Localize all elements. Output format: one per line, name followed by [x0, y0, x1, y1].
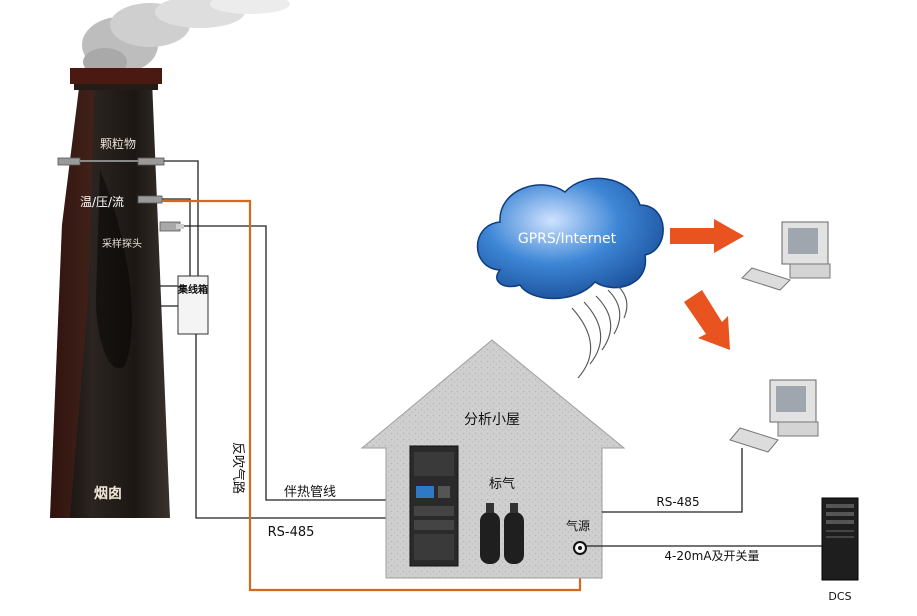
dcs-server-icon — [821, 497, 859, 581]
cloud-label: GPRS/Internet — [518, 231, 617, 247]
arrow-down-right-icon — [684, 290, 730, 350]
analyzer-cabinet — [409, 445, 459, 567]
chimney-label: 烟囱 — [94, 485, 122, 502]
computer-top-icon — [741, 221, 831, 291]
gprs-cloud: GPRS/Internet — [476, 177, 664, 300]
house-title: 分析小屋 — [464, 412, 520, 428]
wireless-signal-icon — [571, 285, 628, 379]
rs485-right-label: RS-485 — [656, 495, 699, 509]
heated-line-label: 伴热管线 — [284, 485, 336, 500]
analysis-house: 分析小屋 标气 气源 — [360, 339, 626, 579]
temp-pressure-flow-sensor — [137, 195, 163, 204]
chimney-rim — [70, 68, 162, 84]
rs485-line-right — [602, 448, 743, 513]
air-source-label: 气源 — [566, 518, 590, 533]
junction-box: 集线箱 — [177, 275, 209, 335]
backflush-label: 反吹气路 — [230, 442, 246, 494]
sampling-probe-label: 采样探头 — [102, 237, 142, 250]
junction-box-label: 集线箱 — [177, 283, 208, 296]
sampling-probe — [159, 221, 184, 232]
air-source-icon — [573, 541, 587, 555]
heated-line — [184, 225, 412, 501]
smoke — [82, 0, 290, 76]
rs485-left-label: RS-485 — [268, 525, 315, 540]
analog-io-label: 4-20mA及开关量 — [664, 549, 759, 563]
temp-pressure-flow-label: 温/压/流 — [80, 195, 124, 209]
arrow-right-icon — [670, 219, 744, 253]
gas-cylinders — [480, 503, 524, 564]
chimney: 烟囱 — [50, 68, 170, 518]
sensor-wiring — [160, 160, 199, 307]
calibration-gas-label: 标气 — [489, 476, 515, 492]
rs485-line-left — [195, 334, 412, 519]
computer-bottom-icon — [729, 379, 819, 453]
dcs-label: DCS — [828, 590, 851, 603]
analyzer-screen — [416, 486, 434, 498]
particulate-label: 颗粒物 — [100, 136, 136, 151]
